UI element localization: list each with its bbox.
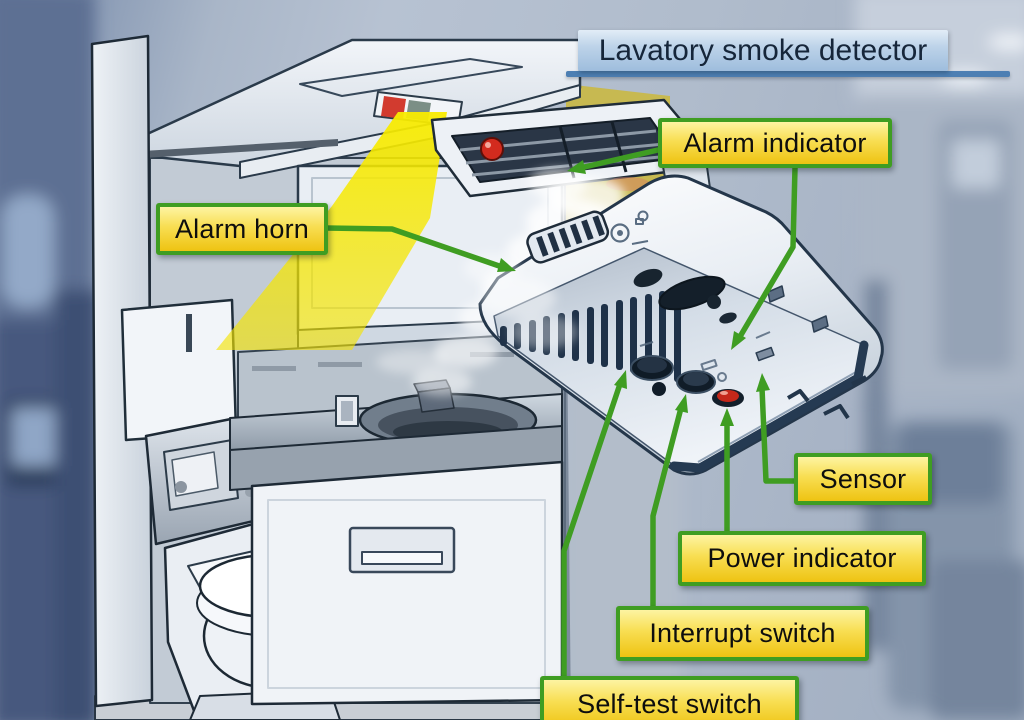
cabin-background-left (0, 0, 100, 720)
detector-unit-detail (478, 174, 884, 476)
smoke-front-wisps (464, 253, 578, 349)
title-underline (566, 71, 1010, 77)
lower-cabinet (250, 460, 564, 706)
callout-alarm-horn: Alarm horn (156, 203, 328, 255)
panel-markings (639, 331, 771, 382)
light-beam (216, 112, 447, 350)
power-indicator-light (712, 389, 744, 407)
detector-rim (669, 340, 869, 473)
connector-alarm-indicator-unit (735, 165, 798, 343)
self-test-button (630, 355, 674, 381)
callout-alarm-indicator: Alarm indicator (658, 118, 892, 168)
callout-interrupt-switch: Interrupt switch (616, 606, 869, 661)
connector-alarm-horn (323, 225, 508, 271)
sensor-area (755, 285, 867, 420)
ceiling-light-recess (299, 58, 523, 97)
lavatory-left-wall (90, 34, 154, 708)
callout-power-indicator: Power indicator (678, 531, 926, 586)
ceiling-smoke-detector (430, 98, 711, 198)
top-band-markings (610, 210, 649, 245)
connector-alarm-indicator-ceiling (577, 147, 661, 171)
interrupt-button (676, 370, 716, 394)
callout-self-test-switch: Self-test switch (540, 676, 799, 720)
connector-self-test-switch (561, 381, 623, 679)
callout-sensor: Sensor (794, 453, 932, 505)
connector-sensor (759, 385, 797, 484)
alarm-horn-vent (526, 210, 610, 264)
connector-arrowheads (497, 160, 770, 426)
diagram-title: Lavatory smoke detector (578, 30, 948, 71)
connector-interrupt-switch (650, 405, 684, 609)
